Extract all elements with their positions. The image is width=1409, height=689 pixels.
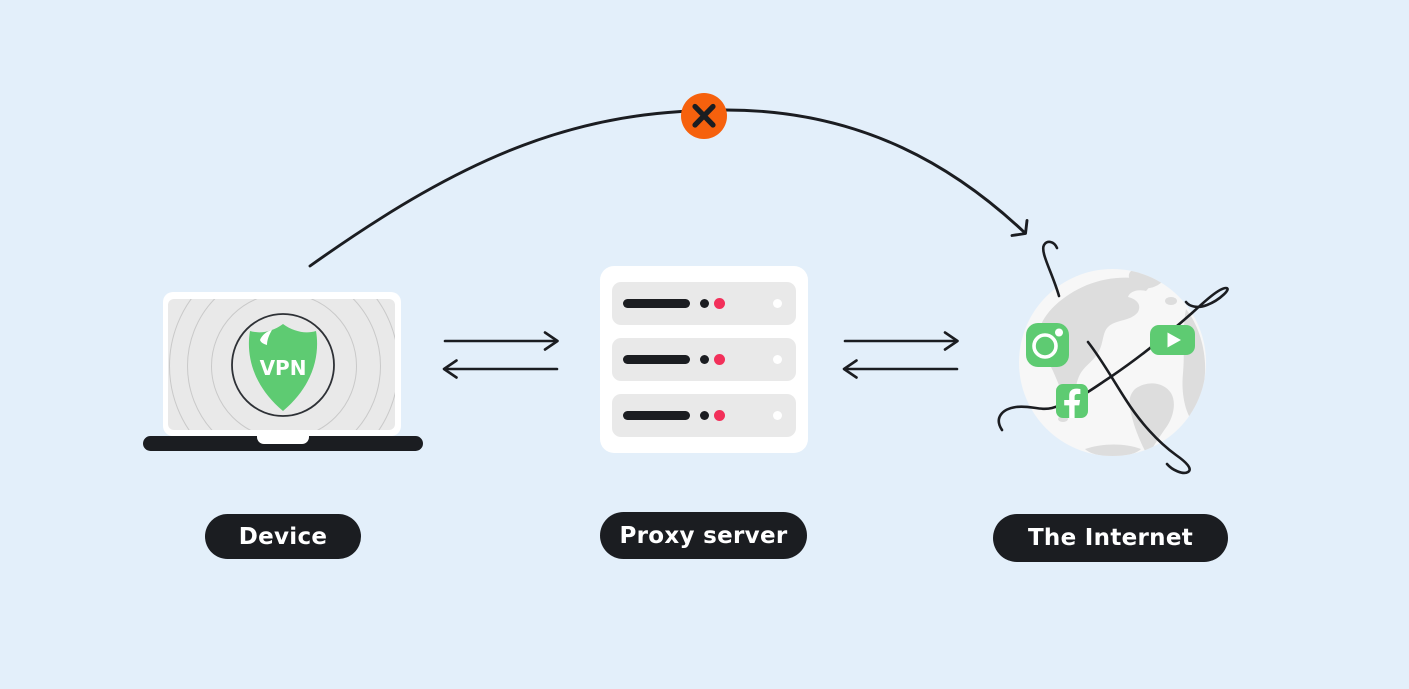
blocked-x-icon — [681, 93, 727, 139]
arrowhead — [442, 359, 458, 379]
laptop-notch — [255, 436, 311, 446]
server-bar — [623, 411, 690, 420]
server-slot — [612, 394, 796, 437]
device-label: Device — [205, 514, 361, 559]
server-slot — [612, 338, 796, 381]
arrowhead — [943, 331, 959, 351]
vpn-shield-icon: VPN — [231, 313, 335, 417]
status-dot-white — [773, 411, 782, 420]
arrowhead — [543, 331, 559, 351]
proxy-server-rack — [600, 266, 808, 453]
arrowhead — [1010, 219, 1029, 237]
status-dot-white — [773, 355, 782, 364]
status-dot-white — [773, 299, 782, 308]
laptop-screen: VPN — [168, 299, 395, 430]
blocked-connection-arc — [308, 108, 1026, 268]
device-laptop: VPN — [163, 292, 401, 436]
proxy-server-label: Proxy server — [600, 512, 807, 559]
arrowhead — [842, 359, 858, 379]
status-dot-red — [714, 410, 725, 421]
vpn-label: VPN — [260, 356, 307, 380]
status-dot-red — [714, 354, 725, 365]
status-dot-dark — [700, 411, 709, 420]
server-slot — [612, 282, 796, 325]
status-dot-dark — [700, 355, 709, 364]
status-dot-dark — [700, 299, 709, 308]
server-bar — [623, 299, 690, 308]
internet-label: The Internet — [993, 514, 1228, 562]
server-bar — [623, 355, 690, 364]
instagram-icon — [1026, 323, 1069, 367]
status-dot-red — [714, 298, 725, 309]
youtube-icon — [1150, 325, 1195, 355]
signal-ripple — [169, 299, 395, 430]
facebook-icon — [1056, 384, 1088, 418]
